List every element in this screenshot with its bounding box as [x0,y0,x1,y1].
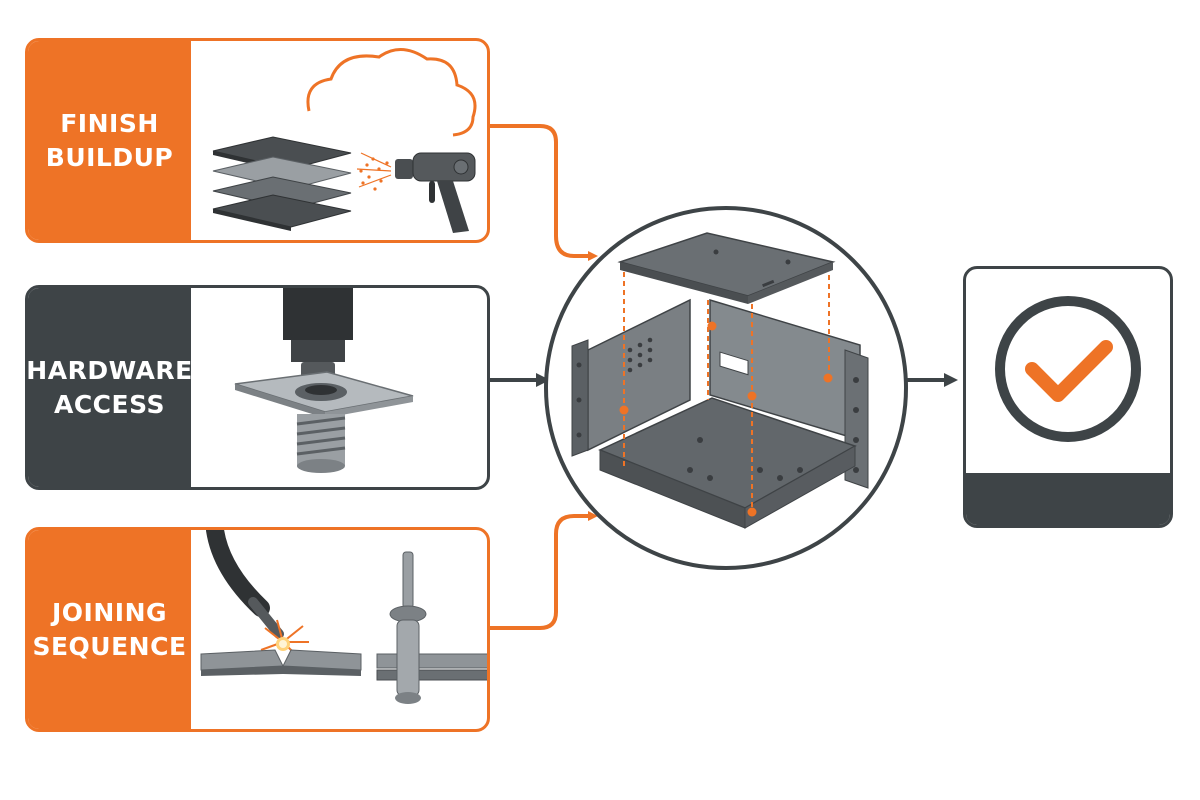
step-card-finish-buildup: FINISH BUILDUP [25,38,490,243]
step-card-hardware-access: HARDWARE ACCESS [25,285,490,490]
result-approved-panel [963,266,1173,528]
step-title-line2: BUILDUP [45,142,174,172]
sheet-metal-enclosure-icon [571,232,869,529]
step-label-joining-sequence: JOINING SEQUENCE [28,530,191,729]
step-title-line2: SEQUENCE [32,631,187,661]
spray-gun-layers-icon [191,41,487,240]
step-title-line1: JOINING [51,597,168,627]
press-insert-icon [191,288,487,487]
step-card-joining-sequence: JOINING SEQUENCE [25,527,490,732]
enclosure-hub [544,206,908,570]
checkmark-icon [995,296,1141,442]
result-footer-bar [966,473,1170,525]
step-label-finish-buildup: FINISH BUILDUP [28,41,191,240]
step-label-hardware-access: HARDWARE ACCESS [26,288,193,487]
connector-finish [490,124,598,261]
step-title-line2: ACCESS [53,389,165,419]
step-title-line1: HARDWARE [26,355,193,385]
connector-joining [490,511,598,630]
step-title-line1: FINISH [60,108,159,138]
weld-rivet-icon [191,530,487,729]
